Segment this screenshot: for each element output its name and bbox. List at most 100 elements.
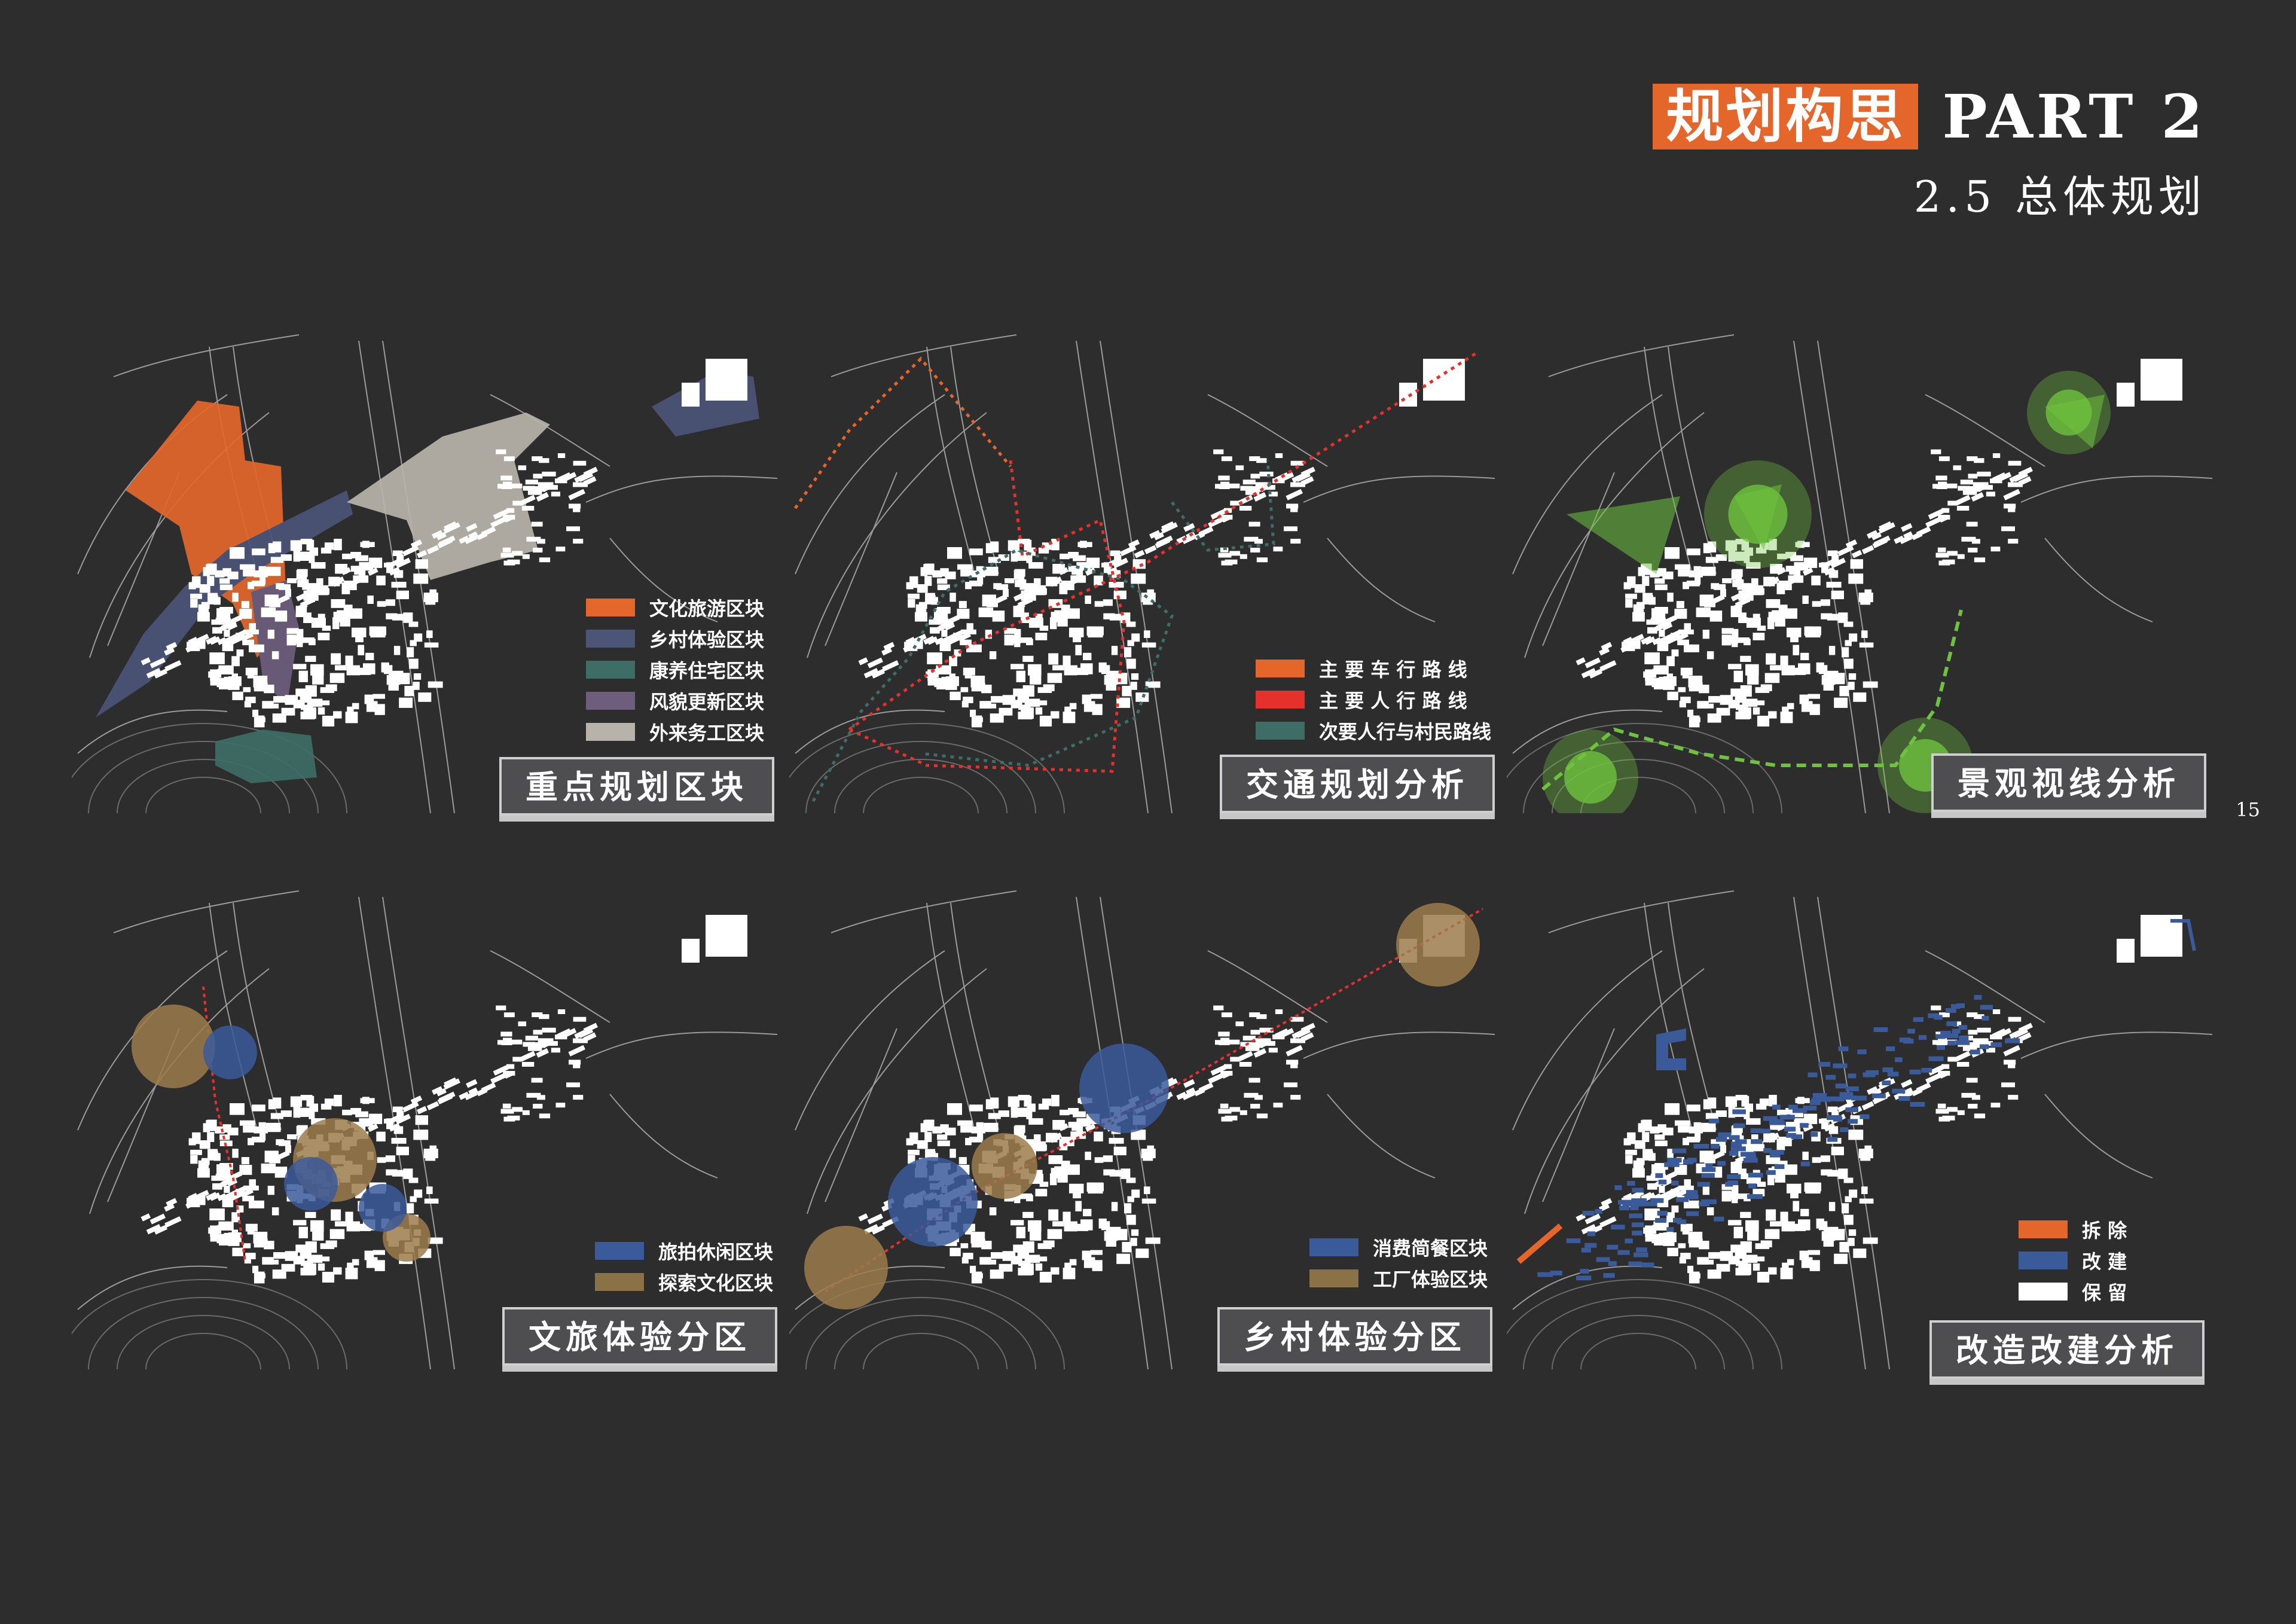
building (1642, 576, 1650, 586)
building (1925, 1073, 1941, 1084)
building (960, 639, 972, 646)
renovated-building (1766, 1170, 1776, 1175)
map-rural-experience-zones (789, 890, 1495, 1369)
building (945, 571, 956, 579)
legend-label: 旅拍休闲区块 (658, 1241, 774, 1263)
road (585, 475, 778, 503)
building (1776, 1123, 1787, 1131)
building (481, 1082, 496, 1093)
building (343, 605, 353, 616)
building (1094, 601, 1104, 607)
contour (145, 1333, 261, 1369)
building (209, 1208, 225, 1220)
building (273, 1252, 286, 1259)
building (496, 449, 506, 454)
building (207, 576, 215, 586)
building (1124, 647, 1132, 658)
viewpoint (1728, 484, 1788, 544)
building (1802, 596, 1809, 604)
building (1024, 698, 1040, 707)
building (937, 1140, 950, 1146)
building (1251, 1043, 1263, 1048)
contour-lines (72, 723, 347, 813)
building (1218, 552, 1232, 558)
building (963, 697, 973, 703)
building (1218, 475, 1230, 481)
building (1787, 627, 1802, 637)
building (230, 1103, 245, 1115)
building (1018, 579, 1027, 588)
building (240, 1188, 254, 1198)
building (429, 1145, 437, 1152)
building (1061, 1161, 1070, 1173)
factory-building (682, 939, 700, 963)
building (219, 685, 231, 689)
building (261, 607, 276, 618)
building (1694, 1131, 1701, 1141)
building (1738, 1173, 1748, 1179)
building (1837, 545, 1854, 557)
renovated-building (1934, 1015, 1943, 1020)
building (1038, 1103, 1049, 1110)
building (1901, 1079, 1913, 1088)
building (424, 1198, 439, 1204)
renovated-building (1970, 1049, 1980, 1055)
renovated-building (1632, 1231, 1642, 1236)
road (2044, 538, 2153, 622)
building (1239, 1062, 1252, 1067)
building (1666, 1212, 1675, 1223)
building (1109, 1170, 1122, 1177)
contour (1552, 1315, 1725, 1369)
building (248, 582, 254, 590)
building (927, 595, 936, 605)
circles (804, 903, 1483, 1309)
building (410, 640, 417, 646)
renovated-building (1747, 1194, 1763, 1199)
building (1791, 667, 1806, 675)
building (1050, 617, 1057, 630)
building (1714, 1140, 1726, 1146)
building (1770, 1221, 1782, 1227)
building (908, 599, 915, 608)
legend-label: 康养住宅区块 (649, 660, 765, 682)
building (1296, 1027, 1311, 1039)
renovated-building (1714, 1216, 1724, 1222)
building (252, 1265, 259, 1274)
building (481, 526, 496, 537)
building (1024, 1095, 1032, 1107)
building (207, 1132, 215, 1142)
building (949, 656, 957, 667)
building (506, 1064, 515, 1069)
building (286, 634, 297, 646)
building (1731, 570, 1742, 580)
building (345, 1211, 353, 1222)
building (996, 584, 1009, 590)
building (1679, 701, 1686, 708)
building (1812, 601, 1821, 607)
renovated-building (1763, 1148, 1772, 1153)
building (426, 1186, 433, 1194)
building (267, 1186, 274, 1195)
renovated-building (1642, 1201, 1657, 1207)
route-secondary (811, 548, 1174, 802)
building (1678, 1125, 1690, 1133)
building (1740, 655, 1751, 662)
building (325, 684, 337, 691)
building (407, 647, 414, 658)
building (938, 619, 954, 631)
building (1290, 460, 1304, 466)
building (526, 1092, 541, 1098)
building (1848, 673, 1857, 680)
building (1863, 1237, 1878, 1244)
building (295, 688, 306, 697)
building (224, 637, 239, 648)
panel-title-traffic-analysis: 交通规划分析 (1220, 755, 1495, 813)
building (295, 606, 307, 618)
renovated-building (1732, 1109, 1746, 1115)
renovated-building (1731, 1141, 1742, 1147)
building (1576, 657, 1586, 666)
building (1098, 662, 1107, 673)
renovated-building (1774, 1164, 1785, 1170)
building (185, 642, 201, 653)
building (366, 701, 378, 712)
